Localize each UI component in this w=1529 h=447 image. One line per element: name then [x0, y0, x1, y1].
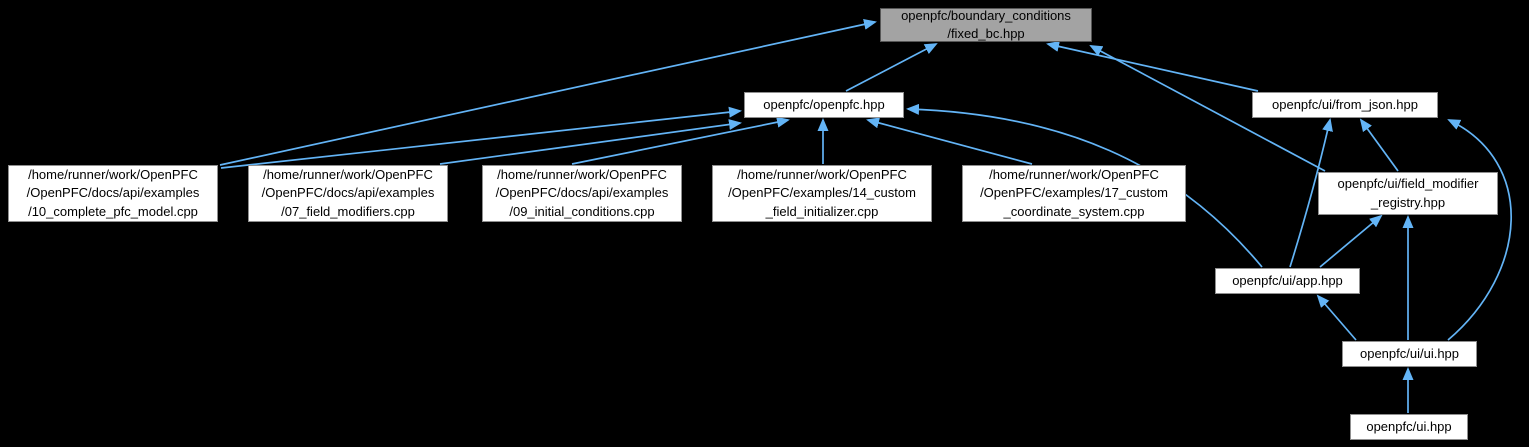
- node-label-line: /home/runner/work/OpenPFC: [737, 166, 907, 182]
- node-label-line: openpfc/ui/field_modifier: [1337, 176, 1479, 191]
- node-label-line: /OpenPFC/examples/14_custom: [728, 185, 916, 201]
- edge-registry-to-fixed_bc: [1089, 45, 1326, 172]
- edge-ex09-to-openpfc: [571, 116, 790, 165]
- edge-ex07-to-openpfc: [439, 119, 742, 165]
- edge-ex10-to-openpfc: [220, 106, 742, 169]
- node-ui[interactable]: openpfc/ui.hpp: [1350, 414, 1468, 440]
- node-label-line: /07_field_modifiers.cpp: [281, 203, 415, 219]
- node-from_json[interactable]: openpfc/ui/from_json.hpp: [1252, 92, 1438, 118]
- node-ex14[interactable]: /home/runner/work/OpenPFC/OpenPFC/exampl…: [712, 165, 932, 222]
- edge-ex17-to-openpfc: [866, 117, 1033, 165]
- node-label-line: openpfc/boundary_conditions: [901, 7, 1071, 23]
- node-label-line: openpfc/ui/from_json.hpp: [1272, 96, 1418, 112]
- node-label-line: /OpenPFC/docs/api/examples: [261, 185, 435, 201]
- node-label-line: openpfc/ui/app.hpp: [1232, 272, 1343, 288]
- node-label-line: openpfc/openpfc.hpp: [763, 96, 885, 112]
- edge-app-to-registry: [1319, 214, 1383, 268]
- node-label-line: _coordinate_system.cpp: [1003, 203, 1145, 219]
- edge-ex10-to-fixed_bc: [219, 18, 877, 166]
- edge-from_json-to-fixed_bc: [1046, 41, 1259, 92]
- node-ex17[interactable]: /home/runner/work/OpenPFC/OpenPFC/exampl…: [962, 165, 1186, 222]
- node-fixed_bc: openpfc/boundary_conditions/fixed_bc.hpp: [880, 8, 1092, 42]
- node-registry[interactable]: openpfc/ui/field_modifier _registry.hpp: [1318, 172, 1498, 215]
- node-label-line: /OpenPFC/docs/api/examples: [495, 185, 669, 201]
- node-label-line: /09_initial_conditions.cpp: [509, 203, 655, 219]
- node-ex07[interactable]: /home/runner/work/OpenPFC/OpenPFC/docs/a…: [248, 165, 448, 222]
- edge-uiui-to-from_json: [1447, 119, 1512, 341]
- edge-registry-to-from_json: [1359, 118, 1399, 172]
- node-app[interactable]: openpfc/ui/app.hpp: [1215, 268, 1360, 294]
- node-uiui[interactable]: openpfc/ui/ui.hpp: [1342, 341, 1477, 367]
- node-ex10[interactable]: /home/runner/work/OpenPFC/OpenPFC/docs/a…: [8, 165, 218, 222]
- node-label-line: /fixed_bc.hpp: [947, 26, 1025, 41]
- node-label-line: openpfc/ui/ui.hpp: [1359, 345, 1460, 361]
- node-label-line: /home/runner/work/OpenPFC: [497, 166, 667, 182]
- node-label-line: /home/runner/work/OpenPFC: [989, 166, 1159, 182]
- node-label-line: /OpenPFC/docs/api/examples: [26, 185, 200, 201]
- node-openpfc[interactable]: openpfc/openpfc.hpp: [744, 92, 904, 118]
- node-label-line: /OpenPFC/examples/17_custom: [980, 185, 1168, 201]
- edge-app-to-from_json: [1289, 118, 1333, 268]
- edge-app-to-openpfc: [906, 103, 1263, 268]
- node-label-line: /home/runner/work/OpenPFC: [28, 166, 198, 182]
- edge-uiui-to-app: [1316, 294, 1357, 341]
- edge-openpfc-to-fixed_bc: [845, 43, 938, 92]
- node-label-line: _registry.hpp: [1370, 194, 1446, 210]
- node-label-line: openpfc/ui.hpp: [1366, 418, 1452, 434]
- node-ex09[interactable]: /home/runner/work/OpenPFC/OpenPFC/docs/a…: [482, 165, 682, 222]
- node-label-line: /10_complete_pfc_model.cpp: [28, 203, 198, 219]
- node-label-line: _field_initializer.cpp: [765, 203, 879, 219]
- node-label-line: /home/runner/work/OpenPFC: [263, 166, 433, 182]
